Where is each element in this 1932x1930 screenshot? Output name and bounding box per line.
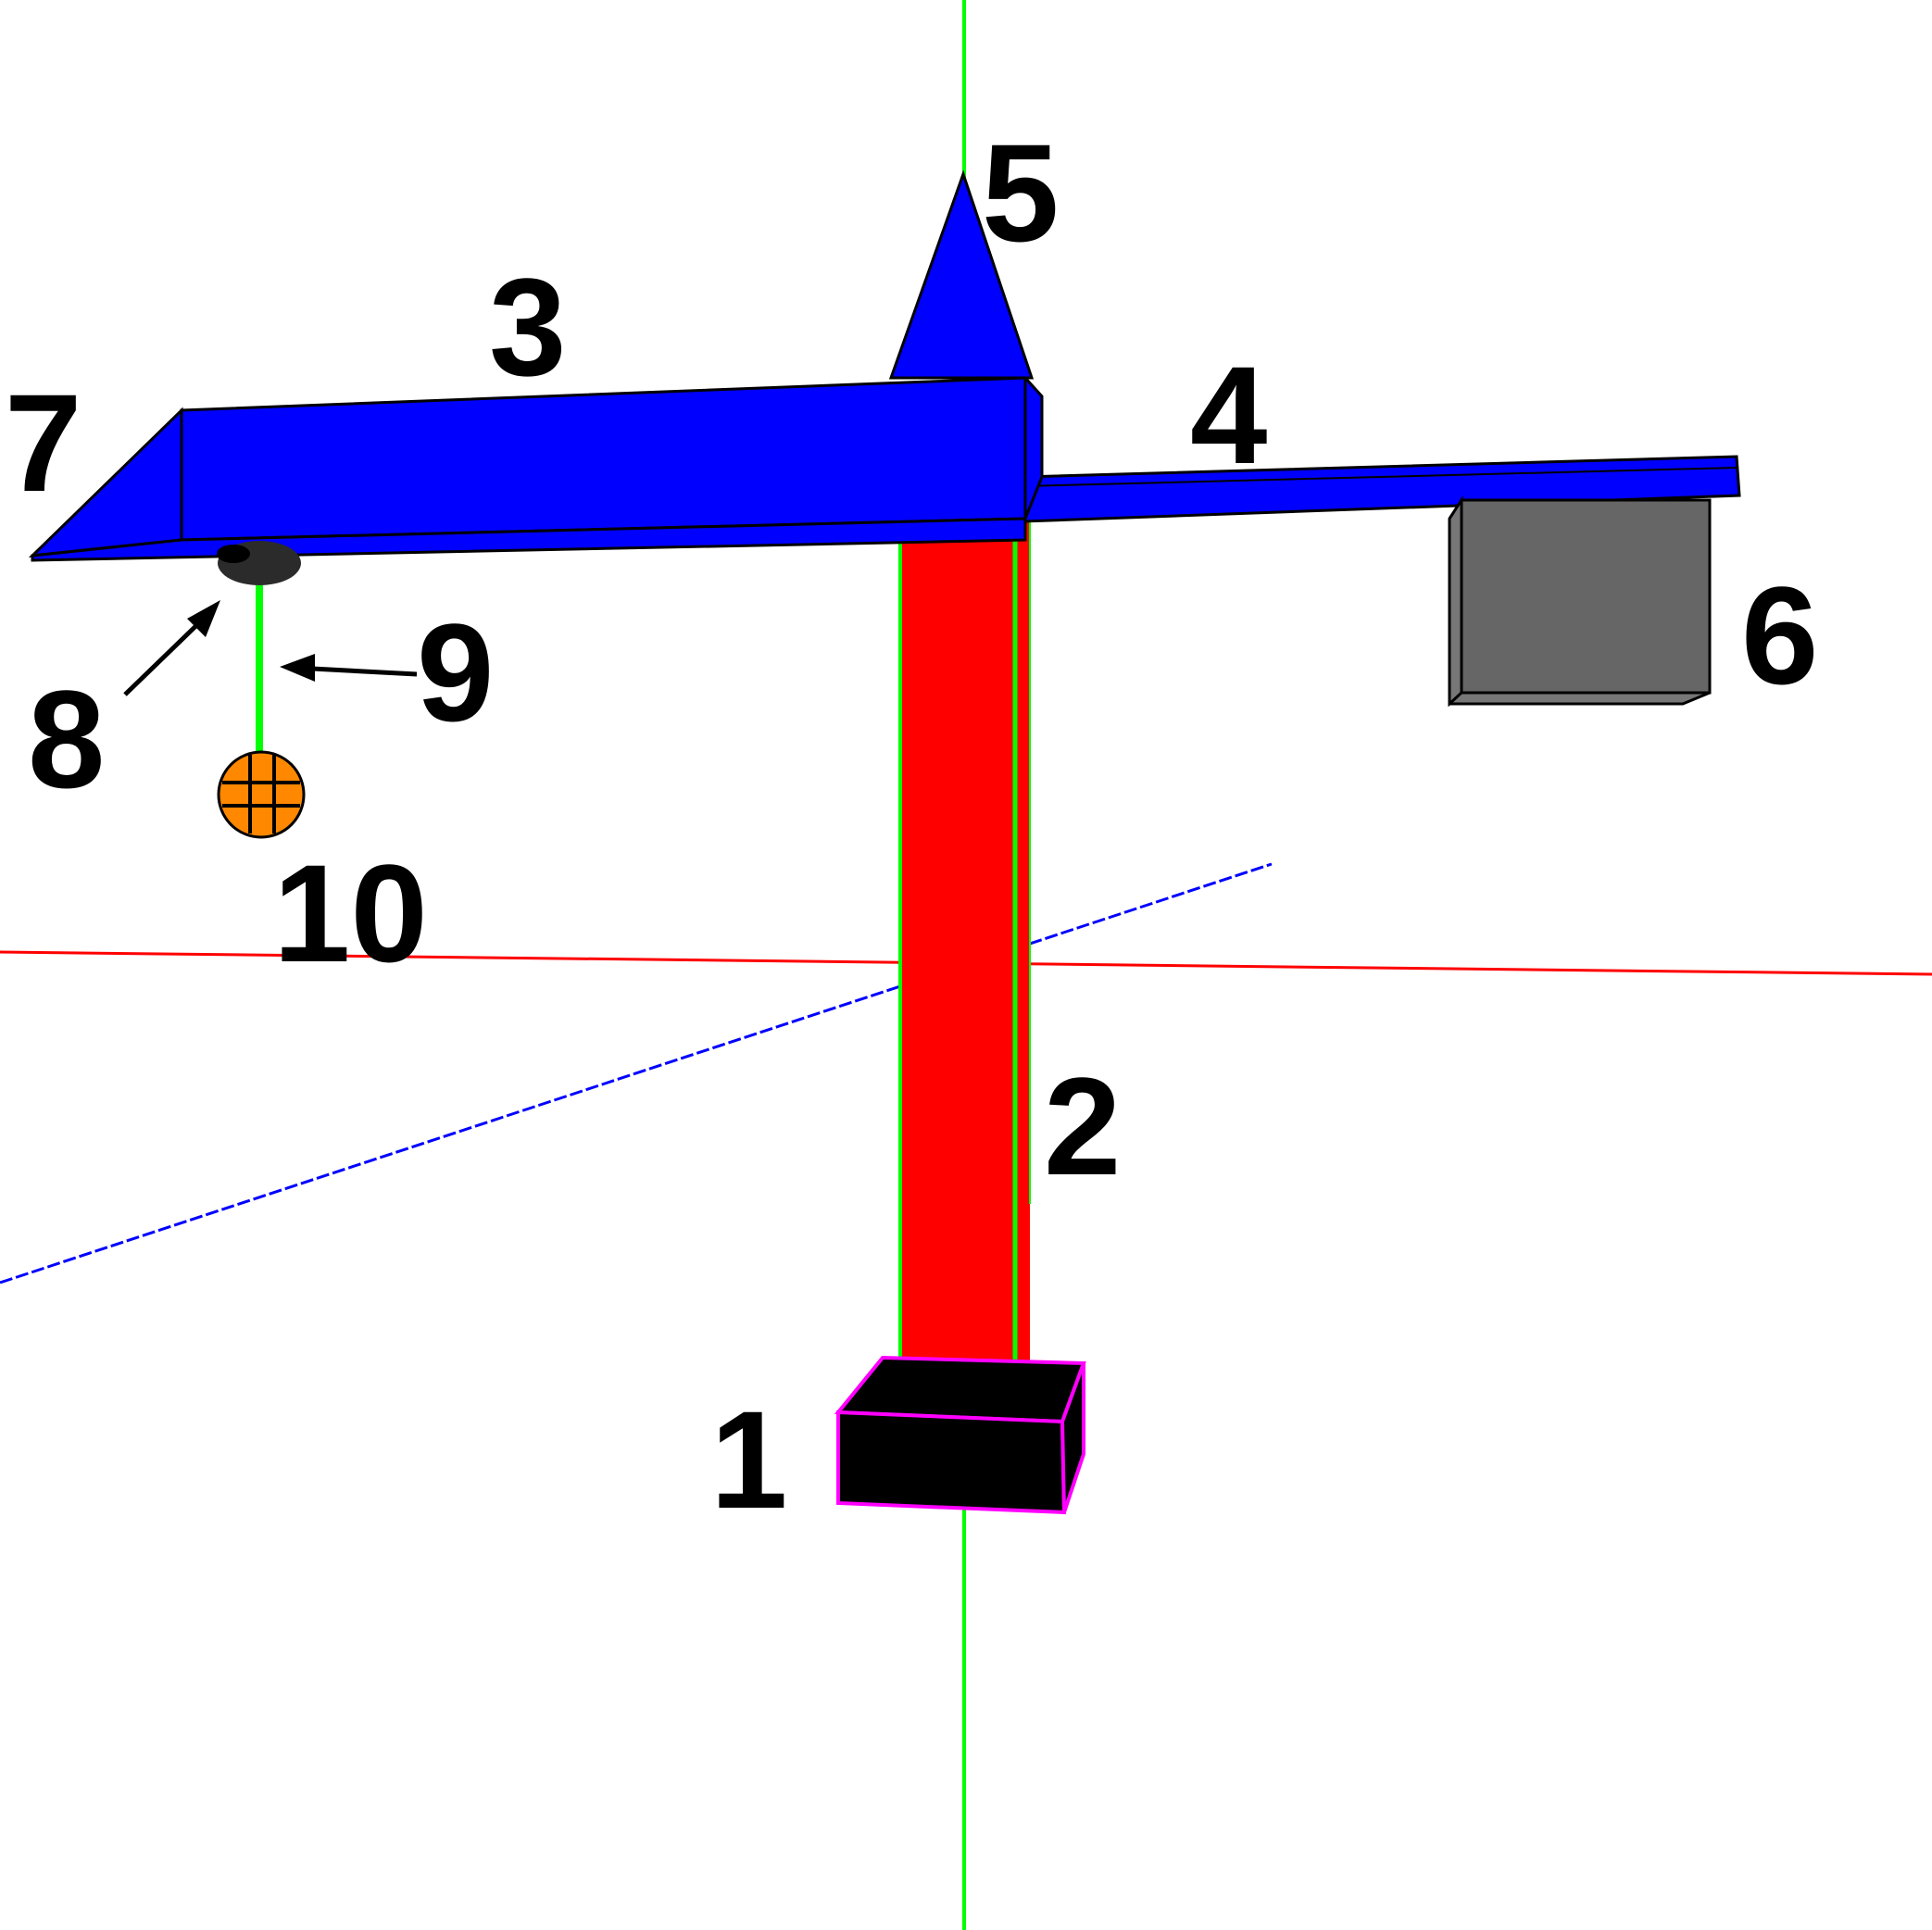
label-mast: 2	[1044, 1048, 1121, 1204]
label-jib-back: 4	[1190, 337, 1267, 493]
axis-z	[0, 862, 1273, 1285]
label-jib-tip: 7	[5, 365, 82, 520]
label-trolley: 8	[28, 661, 105, 817]
arrow-8	[123, 600, 220, 696]
counterweight	[1448, 495, 1712, 708]
arrow-9-head	[280, 654, 315, 682]
jib-front-face	[180, 376, 1027, 542]
trolley-shadow	[217, 545, 250, 563]
main-jib	[28, 374, 1044, 562]
label-base: 1	[710, 1382, 787, 1537]
apex-pyramid	[888, 169, 1035, 380]
counterweight-front-face	[1460, 498, 1712, 695]
jib-side-face	[1023, 374, 1044, 520]
mast	[898, 519, 1031, 1406]
hook-ball	[217, 750, 306, 839]
base-block	[834, 1355, 1086, 1515]
label-cable: 9	[417, 595, 494, 750]
label-counterweight: 6	[1741, 558, 1818, 713]
label-jib-front: 3	[489, 249, 566, 405]
trolley	[217, 541, 301, 585]
hook-ball-shape	[217, 750, 306, 839]
arrow-9	[280, 654, 418, 682]
arrow-8-head	[187, 600, 220, 637]
label-hook: 10	[273, 835, 428, 991]
counterweight-bottom-edge	[1448, 691, 1711, 706]
mast-side-face	[1015, 519, 1030, 1406]
base-side-face	[1060, 1362, 1085, 1513]
counter-jib-edge	[1022, 467, 1738, 487]
counterweight-side-edge	[1448, 495, 1463, 708]
base-front-face	[836, 1410, 1067, 1515]
mast-front-face	[900, 519, 1015, 1406]
label-apex: 5	[982, 115, 1059, 270]
